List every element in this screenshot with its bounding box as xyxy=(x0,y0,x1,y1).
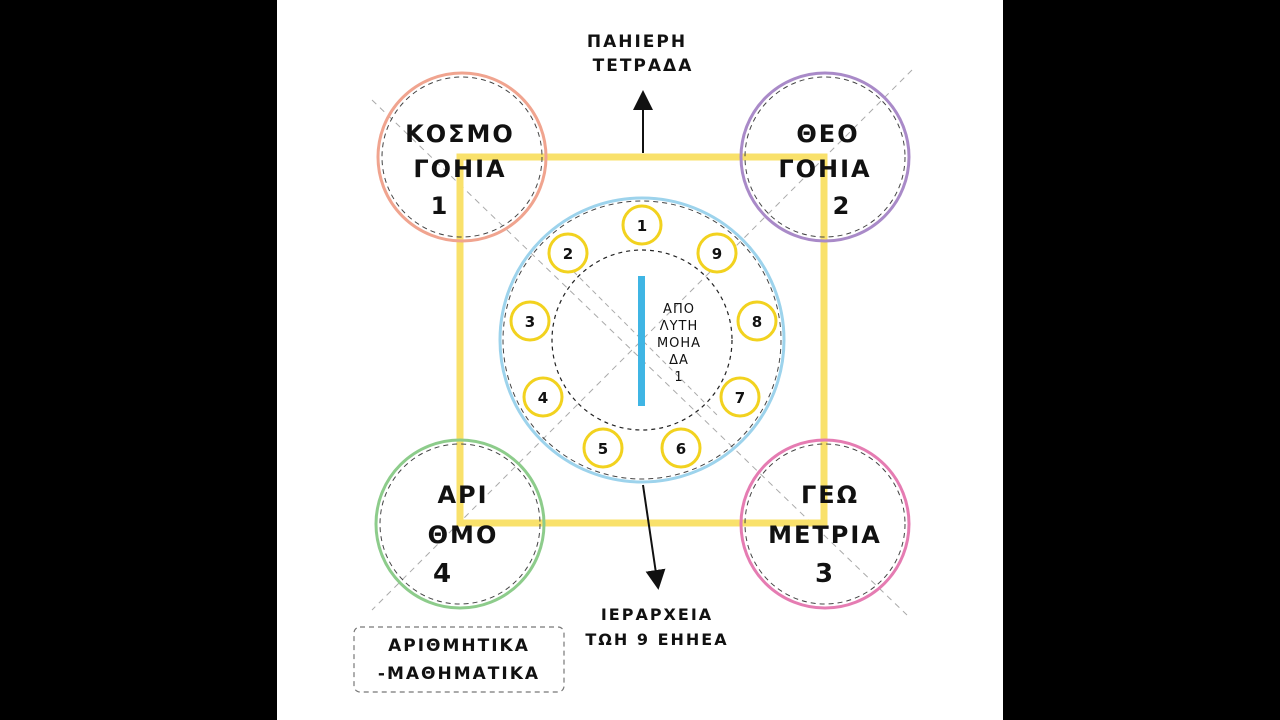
corner-3-number: 3 xyxy=(815,559,835,589)
corner-2-number: 2 xyxy=(833,192,852,220)
top-label-line-1: ΠΑΗΙΕΡΗ xyxy=(587,32,687,52)
corner-4-line-1: ΑΡΙ xyxy=(437,481,488,509)
svg-text:4: 4 xyxy=(538,389,548,407)
node-3: 3 xyxy=(509,300,551,342)
node-7: 7 xyxy=(719,376,761,418)
monad-line-5: 1 xyxy=(674,370,683,385)
svg-text:9: 9 xyxy=(712,245,722,263)
corner-2-line-1: ΘΕΟ xyxy=(796,120,859,148)
corner-1-line-2: ΓΟΗΙΑ xyxy=(413,155,506,183)
corner-circle-1 xyxy=(376,71,548,243)
corner-circle-4 xyxy=(374,438,546,610)
monad-bar xyxy=(638,276,645,406)
node-5: 5 xyxy=(582,427,624,469)
bottom-label-line-1: ΙΕΡΑΡΧΕΙΑ xyxy=(601,605,713,624)
bottom-label-line-2: ΤΩΗ 9 ΕΗΗΕΑ xyxy=(585,630,728,649)
svg-text:1: 1 xyxy=(637,217,647,235)
monad-label: ΑΠΟ ΛΥΤΗ ΜΟΗΑ ΔΑ 1 xyxy=(657,302,701,385)
legend-box: ΑΡΙΘΜΗΤΙΚΑ -ΜΑΘΗΜΑΤΙΚΑ xyxy=(353,626,565,693)
corner-circle-2 xyxy=(739,71,911,243)
monad-inner-circle xyxy=(551,249,733,431)
corner-4-number: 4 xyxy=(433,559,453,589)
node-2: 2 xyxy=(547,232,589,274)
monad-line-2: ΛΥΤΗ xyxy=(660,319,699,334)
corner-3-line-1: ΓΕΩ xyxy=(801,481,859,509)
corner-3-line-2: ΜΕΤΡΙΑ xyxy=(768,521,882,549)
legend-line-1: ΑΡΙΘΜΗΤΙΚΑ xyxy=(388,636,530,656)
svg-text:5: 5 xyxy=(598,440,608,458)
corner-circle-3 xyxy=(739,438,911,610)
monad-line-3: ΜΟΗΑ xyxy=(657,336,701,351)
tetrad-square xyxy=(456,153,828,527)
tetrad-diagram: ΑΠΟ ΛΥΤΗ ΜΟΗΑ ΔΑ 1 1 9 8 7 6 5 4 3 2 ΠΑΗ… xyxy=(353,32,913,693)
enneagon-circle xyxy=(498,196,786,484)
monad-line-4: ΔΑ xyxy=(669,353,689,368)
top-label-line-2: ΤΕΤΡΑΔΑ xyxy=(593,56,694,76)
node-4: 4 xyxy=(522,376,564,418)
svg-text:6: 6 xyxy=(676,440,686,458)
diagram-canvas: ΑΠΟ ΛΥΤΗ ΜΟΗΑ ΔΑ 1 1 9 8 7 6 5 4 3 2 ΠΑΗ… xyxy=(277,0,1003,720)
enneagon-circle-dashed xyxy=(502,200,782,480)
legend-line-2: -ΜΑΘΗΜΑΤΙΚΑ xyxy=(378,664,540,684)
svg-text:7: 7 xyxy=(735,389,745,407)
svg-text:3: 3 xyxy=(525,313,535,331)
down-arrow xyxy=(642,484,666,590)
node-6: 6 xyxy=(660,427,702,469)
enneagon-nodes: 1 9 8 7 6 5 4 3 2 xyxy=(509,204,778,469)
corner-1-line-1: ΚΟΣΜΟ xyxy=(405,120,515,148)
corner-4-line-2: ΘΜΟ xyxy=(428,521,499,549)
node-9: 9 xyxy=(696,232,738,274)
svg-text:8: 8 xyxy=(752,313,762,331)
monad-line-1: ΑΠΟ xyxy=(663,302,695,317)
corner-1-number: 1 xyxy=(431,192,450,220)
svg-text:2: 2 xyxy=(563,245,573,263)
corner-2-line-2: ΓΟΗΙΑ xyxy=(778,155,871,183)
node-1: 1 xyxy=(621,204,663,246)
node-8: 8 xyxy=(736,300,778,342)
